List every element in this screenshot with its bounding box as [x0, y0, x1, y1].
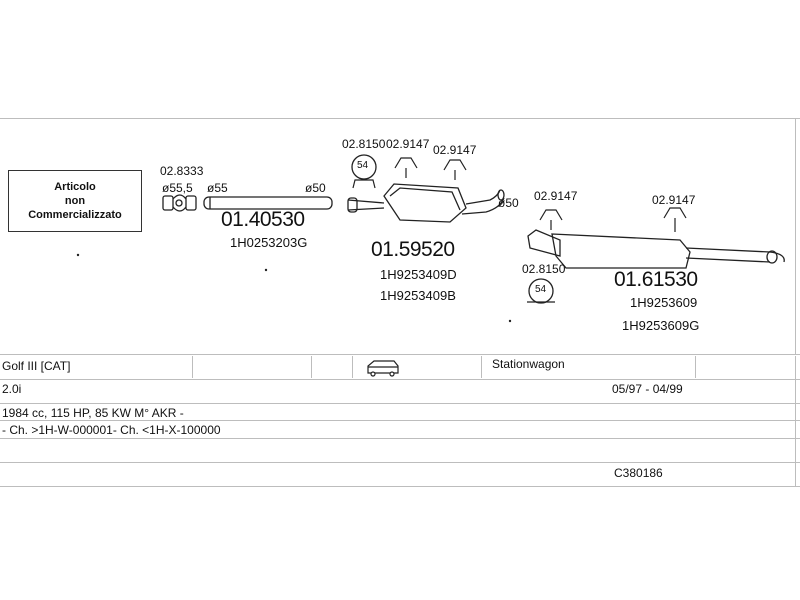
- vehicle-body: Stationwagon: [492, 357, 565, 371]
- notice-line-2: non: [64, 195, 86, 207]
- oem-number-2b: 1H9253409B: [380, 288, 456, 303]
- oem-number-1: 1H0253203G: [230, 235, 308, 250]
- table-col-line-5: [695, 356, 696, 378]
- notice-line-3: Commercializzato: [28, 209, 122, 221]
- rear-silencer-icon: [527, 229, 785, 269]
- rubber-hanger-icon: [352, 157, 467, 189]
- ring-label-2: 54: [535, 284, 547, 295]
- middle-silencer-icon: [347, 183, 505, 223]
- clamp-code: 02.8333: [160, 164, 204, 178]
- part-number-3[interactable]: 01.61530: [614, 268, 698, 291]
- mount-code-2: 02.9147: [386, 137, 430, 151]
- mount-code-3: 02.9147: [433, 143, 477, 157]
- oem-number-3a: 1H9253609: [630, 295, 698, 310]
- table-row-line-1: [0, 354, 800, 355]
- diagram-right-border: [795, 118, 796, 354]
- vehicle-engine: 2.0i: [2, 382, 22, 396]
- table-row-line-3: [0, 403, 800, 404]
- vehicle-years: 05/97 - 04/99: [612, 382, 683, 396]
- mark-dot-3: [508, 319, 512, 323]
- mount-code-4: 02.9147: [534, 189, 578, 203]
- ring-label-1: 54: [357, 160, 369, 171]
- front-pipe-icon: [203, 196, 333, 210]
- table-col-line-6: [795, 356, 796, 486]
- diameter-3: ø50: [305, 181, 326, 195]
- diameter-2: ø55: [207, 181, 228, 195]
- table-col-line-2: [311, 356, 312, 378]
- not-marketed-notice: Articolo non Commercializzato: [8, 170, 142, 232]
- table-col-line-1: [192, 356, 193, 378]
- vehicle-chassis: - Ch. >1H-W-000001- Ch. <1H-X-100000: [2, 423, 221, 437]
- table-row-line-2: [0, 379, 800, 380]
- mark-dot-1: [76, 253, 80, 257]
- mount-code-6: 02.8150: [522, 262, 566, 276]
- diameter-1: ø55,5: [162, 181, 193, 195]
- mounting-ring-icon: [351, 154, 377, 180]
- part-number-2[interactable]: 01.59520: [371, 238, 455, 261]
- table-col-line-4: [481, 356, 482, 378]
- rubber-hanger-icon-rear: [539, 207, 687, 232]
- pipe-clamp-icon: [162, 194, 197, 212]
- part-number-1[interactable]: 01.40530: [221, 208, 305, 231]
- table-row-line-7: [0, 486, 800, 487]
- catalog-code: C380186: [614, 466, 663, 480]
- notice-line-1: Articolo: [54, 181, 96, 193]
- mounting-ring-icon-rear: [527, 278, 555, 304]
- diameter-4: ø50: [498, 196, 519, 210]
- mount-code-1: 02.8150: [342, 137, 386, 151]
- mark-dot-2: [264, 268, 268, 272]
- table-row-line-4: [0, 420, 800, 421]
- table-col-line-3: [352, 356, 353, 378]
- table-row-line-6: [0, 462, 800, 463]
- oem-number-2a: 1H9253409D: [380, 267, 457, 282]
- diagram-top-border: [0, 118, 800, 119]
- table-row-line-5: [0, 438, 800, 439]
- vehicle-specs: 1984 cc, 115 HP, 85 KW M° AKR -: [2, 406, 184, 420]
- oem-number-3b: 1H9253609G: [622, 318, 700, 333]
- mount-code-5: 02.9147: [652, 193, 696, 207]
- vehicle-model: Golf III [CAT]: [2, 359, 71, 373]
